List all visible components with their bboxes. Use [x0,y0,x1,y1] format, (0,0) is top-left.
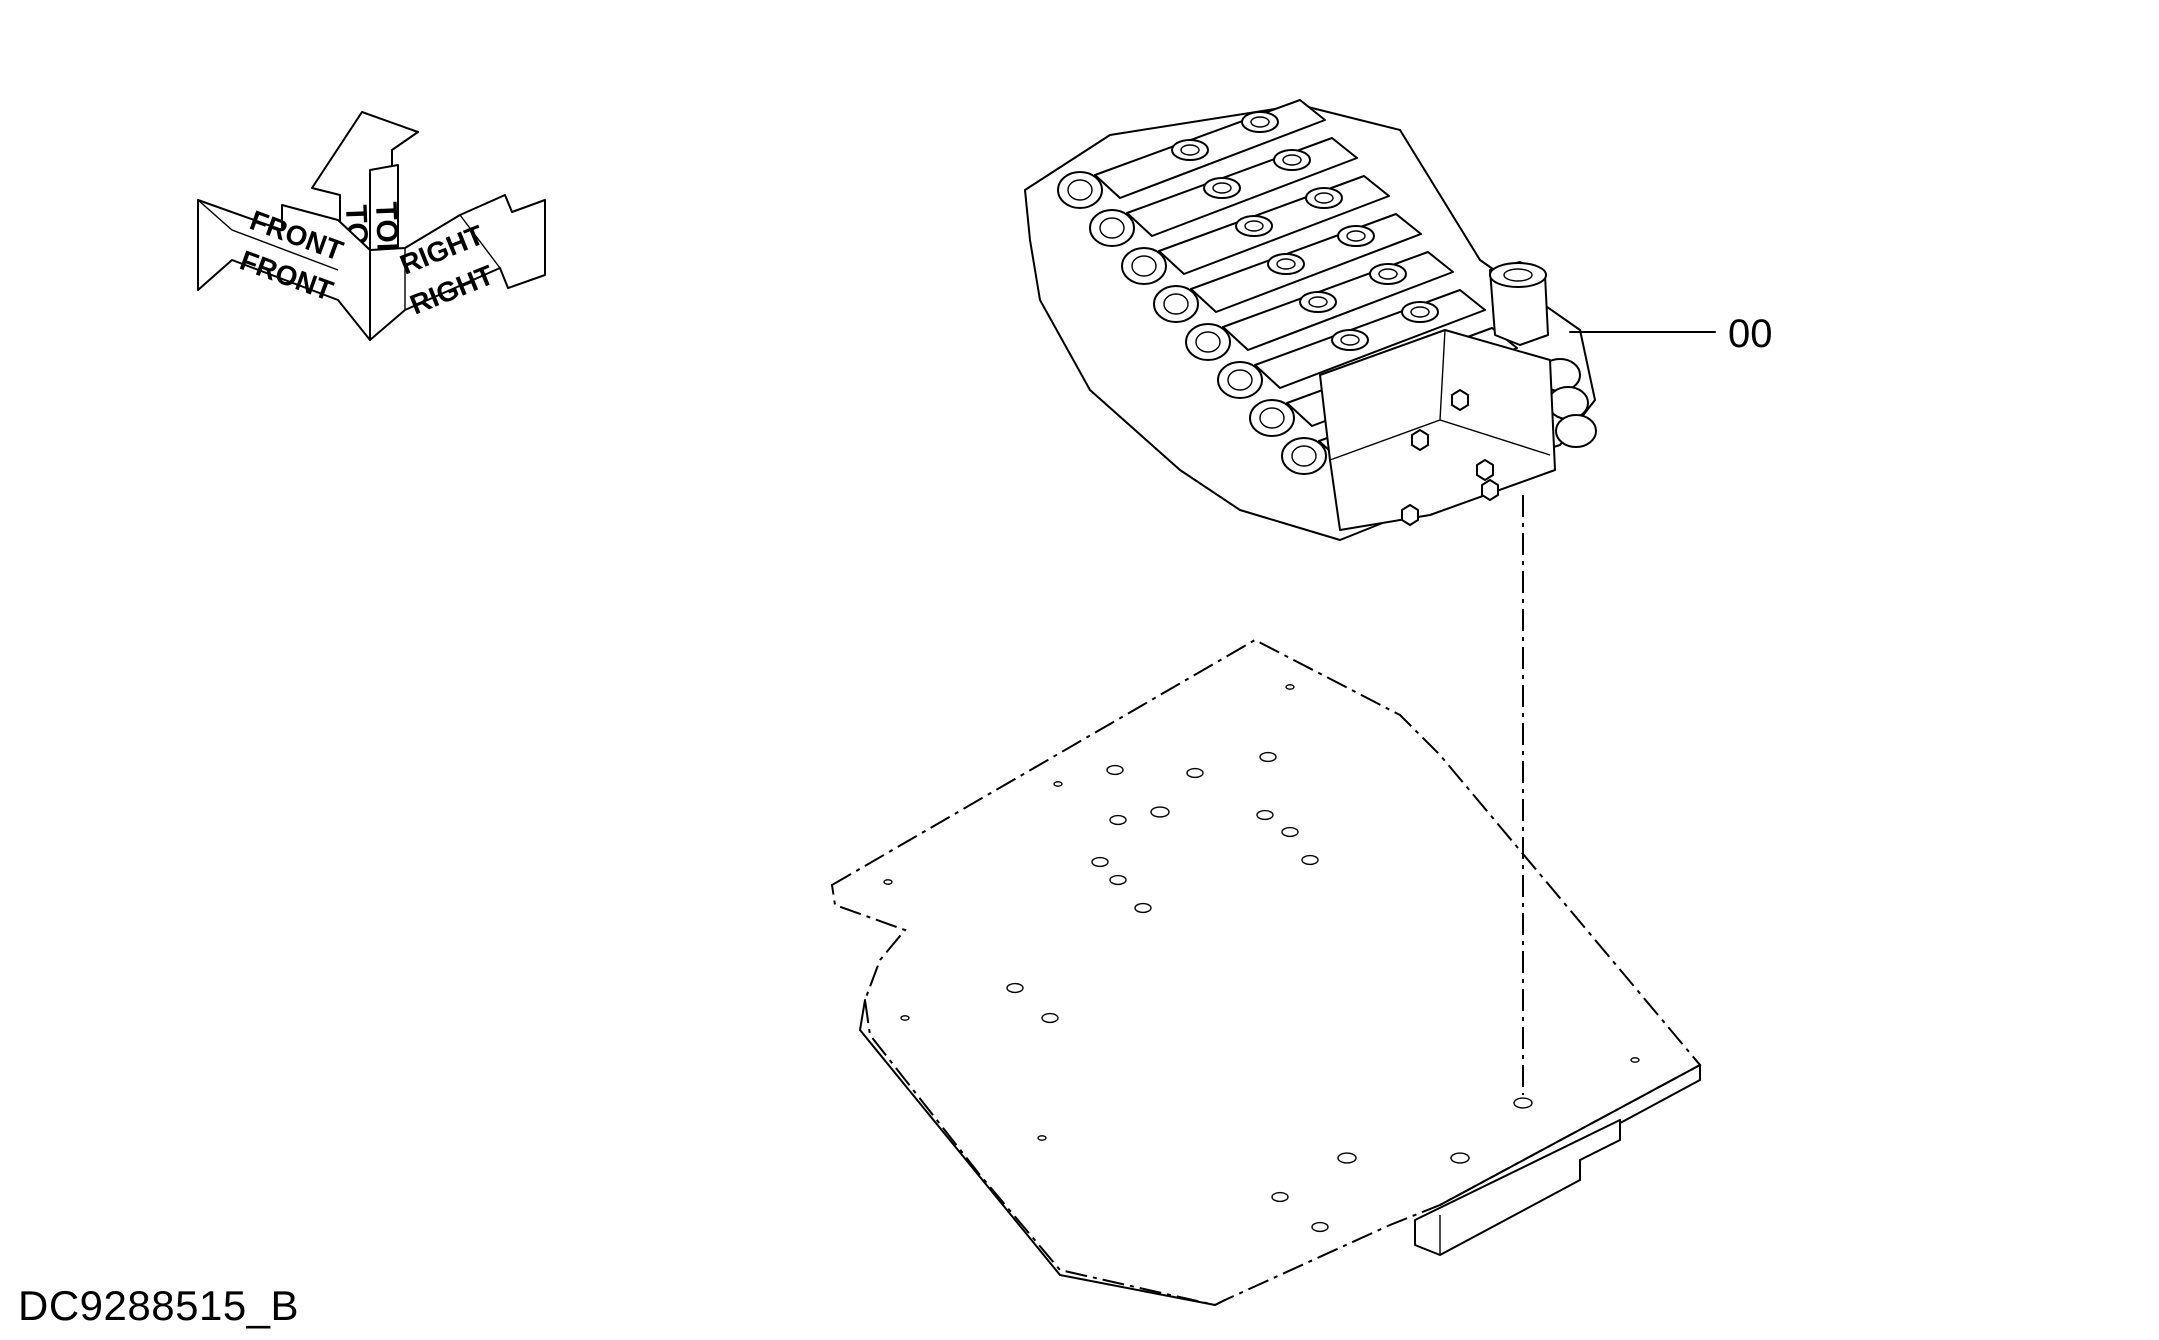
mounting-hole [883,879,893,885]
mounting-hole [1450,1152,1470,1164]
spool-cap-inner [1099,217,1125,239]
port-inner [1378,268,1398,280]
mounting-hole [1109,874,1127,886]
spool-cap-inner [1067,179,1093,201]
valve-section [1121,175,1390,285]
port [1273,149,1311,171]
spool-cap [1281,437,1327,475]
port [1331,329,1369,351]
valve-section [1089,137,1358,247]
port-inner [1410,306,1430,318]
spool-cap [1217,361,1263,399]
spool-cap [1185,323,1231,361]
mounting-hole [1053,781,1063,787]
port-inner [1276,258,1296,270]
drawing-number: DC9288515_B [18,1282,300,1329]
block-bolts [1401,389,1499,526]
spool-cap-inner [1227,369,1253,391]
spool-cap-inner [1131,255,1157,277]
orientation-indicator: TOP TOP FRONT FRONT RIGHT RIGHT [197,111,546,341]
callout-label: 00 [1728,312,1773,356]
spool-cap-inner [1259,407,1285,429]
spool-cap [1153,285,1199,323]
mounting-hole [1256,809,1274,821]
port [1267,253,1305,275]
port-inner [1244,220,1264,232]
bolt-head [1401,504,1419,526]
port-inner [1282,154,1302,166]
port-inner [1180,144,1200,156]
spool-cap-inner [1195,331,1221,353]
mounting-hole [1513,1097,1533,1109]
mounting-hole [1150,806,1170,818]
mounting-hole [1337,1152,1357,1164]
mounting-hole [1091,856,1109,868]
port [1203,177,1241,199]
mounting-hole [1134,902,1152,914]
bolt-head [1481,479,1499,501]
valve-section [1185,251,1454,361]
port-inner [1314,192,1334,204]
control-valve-block [1024,99,1597,541]
port [1337,225,1375,247]
port-inner [1308,296,1328,308]
port-inner [1212,182,1232,194]
mounting-hole [1285,684,1295,690]
callout-00: 00 [1569,312,1773,356]
port [1235,215,1273,237]
port-inner [1250,116,1270,128]
port [1305,187,1343,209]
spool-cap [1089,209,1135,247]
port [1369,263,1407,285]
plate-holes [883,684,1640,1233]
valve-section [1057,99,1326,209]
spool-cap-right [1547,386,1589,420]
port-inner [1346,230,1366,242]
port [1401,301,1439,323]
inlet-fitting [1489,261,1549,346]
mounting-hole [1630,1057,1640,1063]
spool-cap-right [1555,414,1597,448]
spool-cap [1121,247,1167,285]
mounting-hole [1311,1221,1329,1233]
port [1299,291,1337,313]
bolt-head [1411,429,1429,451]
mounting-hole [1301,854,1319,866]
mounting-hole [1281,826,1299,838]
port-inner [1340,334,1360,346]
mounting-hole [1271,1191,1289,1203]
mounting-hole [900,1015,910,1021]
mounting-hole [1109,814,1127,826]
bolt-head [1451,389,1469,411]
spool-cap [1249,399,1295,437]
port [1241,111,1279,133]
mounting-hole [1106,764,1124,776]
mounting-hole [1037,1135,1047,1141]
port [1171,139,1209,161]
valve-section [1217,289,1486,399]
mounting-hole [1259,751,1277,763]
bolt-head [1476,459,1494,481]
mounting-hole [1006,982,1024,994]
spool-cap-inner [1163,293,1189,315]
spool-cap [1057,171,1103,209]
valve-section [1153,213,1422,323]
spool-cap-inner [1291,445,1317,467]
mounting-hole [1186,767,1204,779]
mounting-plate [830,638,1702,1307]
mounting-hole [1041,1012,1059,1024]
